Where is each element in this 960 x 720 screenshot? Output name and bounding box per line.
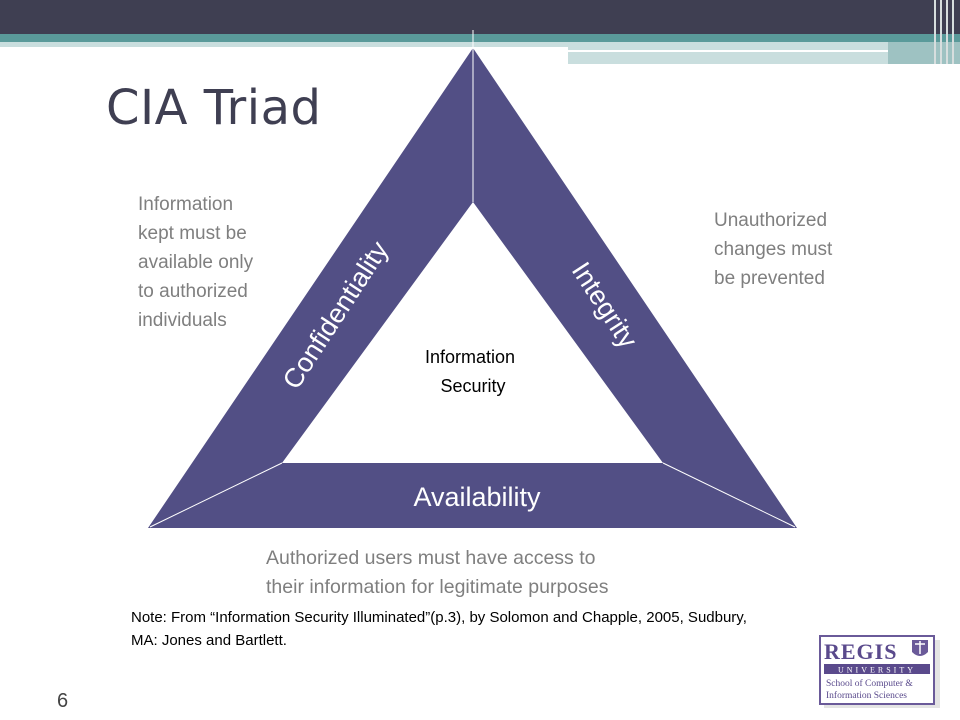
center-label-line2: Security: [440, 376, 505, 396]
header-sub-block: [568, 42, 888, 64]
availability-description: Authorized users must have access to the…: [266, 547, 609, 598]
svg-text:REGIS: REGIS: [824, 639, 897, 664]
regis-university-logo: REGIS UNIVERSITY School of Computer & In…: [819, 635, 940, 708]
logo-shield-icon: [912, 640, 928, 656]
center-label-line1: Information: [425, 347, 515, 367]
integrity-description: Unauthorized changes must be prevented: [714, 210, 833, 289]
page-number: 6: [57, 690, 69, 712]
svg-text:Information Sciences: Information Sciences: [826, 690, 907, 701]
slide-title: CIA Triad: [106, 80, 322, 136]
header-sub-block-dark: [888, 42, 960, 64]
svg-text:UNIVERSITY: UNIVERSITY: [838, 666, 916, 675]
divider-left: [149, 462, 283, 528]
confidentiality-description: Information kept must be available only …: [138, 194, 254, 331]
header-bar: [0, 0, 960, 34]
svg-text:School of Computer &: School of Computer &: [826, 678, 913, 689]
header-corner-stripes: [930, 0, 960, 64]
header-white-line: [568, 50, 888, 52]
header-sub-stripe: [0, 42, 568, 47]
triangle-frame: [148, 48, 797, 528]
header-accent-stripe: [0, 34, 960, 42]
divider-right: [662, 462, 796, 528]
availability-label: Availability: [413, 482, 541, 512]
citation-note: Note: From “Information Security Illumin…: [131, 609, 747, 649]
